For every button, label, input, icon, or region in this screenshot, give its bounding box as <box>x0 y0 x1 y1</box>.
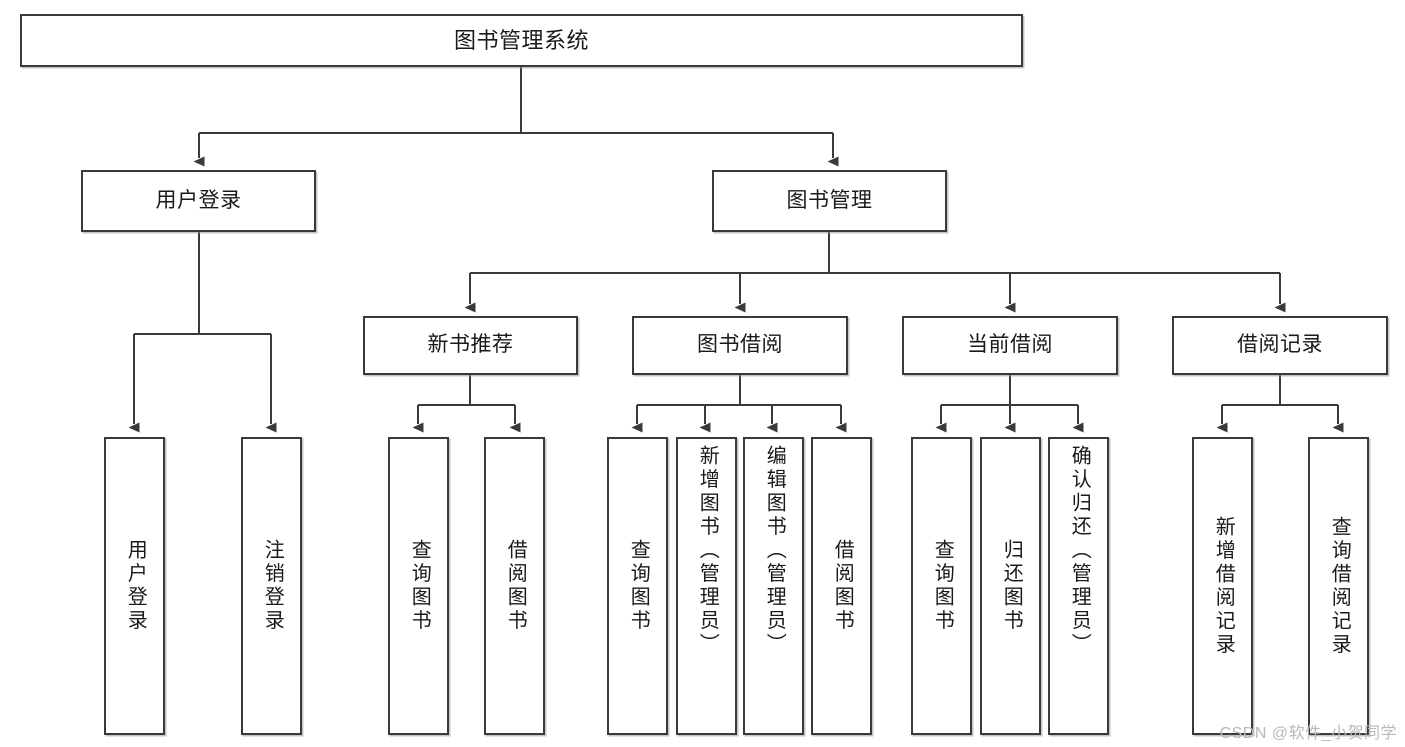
node-current-borrow-label: 当前借阅 <box>967 333 1053 357</box>
leaf-add-book[interactable]: 新增图书（管理员） <box>676 437 737 735</box>
leaf-query-book-1-label: 查询图书 <box>408 539 431 633</box>
leaf-logout[interactable]: 注销登录 <box>241 437 302 735</box>
leaf-query-book-2[interactable]: 查询图书 <box>607 437 668 735</box>
leaf-query-record-label: 查询借阅记录 <box>1328 515 1351 657</box>
leaf-borrow-book-2[interactable]: 借阅图书 <box>811 437 872 735</box>
leaf-user-login[interactable]: 用户登录 <box>104 437 165 735</box>
leaf-query-book-3[interactable]: 查询图书 <box>911 437 972 735</box>
leaf-borrow-book-1-label: 借阅图书 <box>504 539 527 633</box>
leaf-edit-book[interactable]: 编辑图书（管理员） <box>743 437 804 735</box>
node-book-manage[interactable]: 图书管理 <box>712 170 947 232</box>
node-book-manage-label: 图书管理 <box>786 188 873 212</box>
node-book-borrow[interactable]: 图书借阅 <box>632 316 848 375</box>
leaf-query-book-2-label: 查询图书 <box>627 539 650 633</box>
node-user-login-label: 用户登录 <box>155 188 242 212</box>
leaf-edit-book-label: 编辑图书（管理员） <box>763 445 786 657</box>
node-user-login[interactable]: 用户登录 <box>81 170 316 232</box>
watermark: CSDN @软件_小贺同学 <box>1219 725 1397 742</box>
node-borrow-record[interactable]: 借阅记录 <box>1172 316 1388 375</box>
leaf-logout-label: 注销登录 <box>261 539 284 633</box>
node-new-book-rec-label: 新书推荐 <box>427 333 514 357</box>
leaf-borrow-book-2-label: 借阅图书 <box>831 539 854 633</box>
node-current-borrow[interactable]: 当前借阅 <box>902 316 1118 375</box>
leaf-query-book-1[interactable]: 查询图书 <box>388 437 449 735</box>
leaf-confirm-return[interactable]: 确认归还（管理员） <box>1048 437 1109 735</box>
leaf-borrow-book-1[interactable]: 借阅图书 <box>484 437 545 735</box>
leaf-add-book-label: 新增图书（管理员） <box>696 445 719 657</box>
leaf-return-book[interactable]: 归还图书 <box>980 437 1041 735</box>
leaf-return-book-label: 归还图书 <box>1000 539 1023 633</box>
leaf-add-record[interactable]: 新增借阅记录 <box>1192 437 1253 735</box>
leaf-user-login-label: 用户登录 <box>124 539 147 633</box>
node-borrow-record-label: 借阅记录 <box>1237 333 1323 357</box>
node-root-label: 图书管理系统 <box>453 27 589 53</box>
leaf-query-record[interactable]: 查询借阅记录 <box>1308 437 1369 735</box>
node-root[interactable]: 图书管理系统 <box>20 14 1023 67</box>
leaf-confirm-return-label: 确认归还（管理员） <box>1068 445 1091 657</box>
node-new-book-rec[interactable]: 新书推荐 <box>363 316 578 375</box>
node-book-borrow-label: 图书借阅 <box>697 333 783 357</box>
leaf-query-book-3-label: 查询图书 <box>931 539 954 633</box>
leaf-add-record-label: 新增借阅记录 <box>1212 515 1235 657</box>
